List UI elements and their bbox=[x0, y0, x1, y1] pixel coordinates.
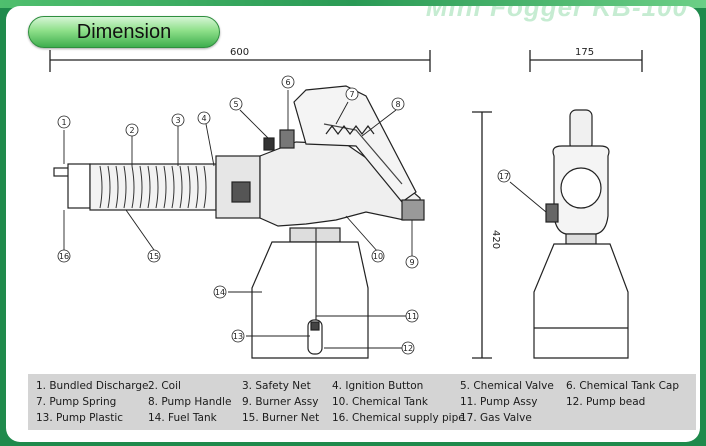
legend-item: 12. Pump bead bbox=[566, 396, 646, 408]
callout-2: 2 bbox=[129, 126, 134, 135]
legend-item: 14. Fuel Tank bbox=[148, 412, 217, 424]
callout-10: 10 bbox=[373, 252, 383, 261]
legend-item: 1. Bundled Discharge bbox=[36, 380, 149, 392]
callout-15: 15 bbox=[149, 252, 159, 261]
legend-item: 6. Chemical Tank Cap bbox=[566, 380, 680, 392]
dimension-420: 420 bbox=[472, 111, 501, 359]
legend-item: 2. Coil bbox=[148, 380, 181, 392]
dimension-600: 600 bbox=[49, 47, 431, 72]
legend-item: 3. Safety Net bbox=[242, 380, 311, 392]
callouts: 1 2 3 4 5 6 7 8 9 10 11 12 13 14 15 16 1… bbox=[57, 75, 511, 355]
legend-item: 11. Pump Assy bbox=[460, 396, 538, 408]
callout-12: 12 bbox=[403, 344, 413, 353]
dimension-label-175: 175 bbox=[575, 47, 594, 58]
callout-11: 11 bbox=[407, 312, 417, 321]
front-top bbox=[569, 109, 593, 151]
callout-6: 6 bbox=[285, 78, 290, 87]
discharge-end bbox=[67, 163, 91, 209]
dimension-label-600: 600 bbox=[230, 47, 249, 58]
legend-item: 7. Pump Spring bbox=[36, 396, 117, 408]
tank-neck bbox=[289, 227, 341, 243]
front-pump-circle bbox=[560, 167, 602, 209]
callout-7: 7 bbox=[349, 90, 354, 99]
callout-5: 5 bbox=[233, 100, 238, 109]
front-neck bbox=[565, 233, 597, 245]
callout-13: 13 bbox=[233, 332, 243, 341]
callout-1: 1 bbox=[61, 118, 66, 127]
legend-item: 8. Pump Handle bbox=[148, 396, 232, 408]
callout-4: 4 bbox=[201, 114, 206, 123]
pump-bead bbox=[310, 321, 320, 331]
legend-item: 10. Chemical Tank bbox=[332, 396, 428, 408]
front-tank bbox=[533, 243, 629, 359]
burner-nose bbox=[401, 199, 425, 221]
gas-valve bbox=[545, 203, 559, 223]
legend-item: 5. Chemical Valve bbox=[460, 380, 554, 392]
title-tab: Dimension bbox=[28, 16, 220, 48]
coil-turns bbox=[99, 165, 207, 209]
callout-16: 16 bbox=[59, 252, 69, 261]
chemical-tank-cap bbox=[279, 129, 295, 149]
parts-legend: 1. Bundled Discharge 2. Coil 3. Safety N… bbox=[28, 374, 696, 430]
legend-item: 16. Chemical supply pipe bbox=[332, 412, 465, 424]
fogger-drawing: 600 175 420 bbox=[49, 47, 643, 359]
legend-item: 15. Burner Net bbox=[242, 412, 320, 424]
leader-lines bbox=[63, 90, 547, 349]
callout-8: 8 bbox=[395, 100, 400, 109]
callout-14: 14 bbox=[215, 288, 225, 297]
legend-item: 9. Burner Assy bbox=[242, 396, 319, 408]
page-title: Dimension bbox=[76, 20, 172, 43]
pump-spring bbox=[325, 125, 375, 135]
callout-9: 9 bbox=[409, 258, 414, 267]
legend-item: 4. Ignition Button bbox=[332, 380, 424, 392]
brand-banner: Mini Fogger KB-100 bbox=[425, 6, 688, 22]
fuel-tank bbox=[251, 241, 369, 359]
legend-item: 13. Pump Plastic bbox=[36, 412, 124, 424]
top-decor-strip bbox=[0, 0, 706, 8]
handle-ridge bbox=[323, 123, 403, 185]
coil-barrel bbox=[89, 163, 217, 211]
burner-valve bbox=[231, 181, 251, 203]
dimension-label-420: 420 bbox=[490, 230, 501, 249]
legend-item: 17. Gas Valve bbox=[460, 412, 532, 424]
front-view bbox=[533, 109, 629, 359]
callout-17: 17 bbox=[499, 172, 509, 181]
dimension-175: 175 bbox=[529, 47, 643, 72]
chemical-valve bbox=[263, 137, 275, 151]
pump-handle bbox=[293, 85, 417, 203]
diagram-panel: Mini Fogger KB-100 Dimension 600 175 420 bbox=[6, 6, 700, 442]
callout-3: 3 bbox=[175, 116, 180, 125]
side-view bbox=[53, 85, 425, 359]
